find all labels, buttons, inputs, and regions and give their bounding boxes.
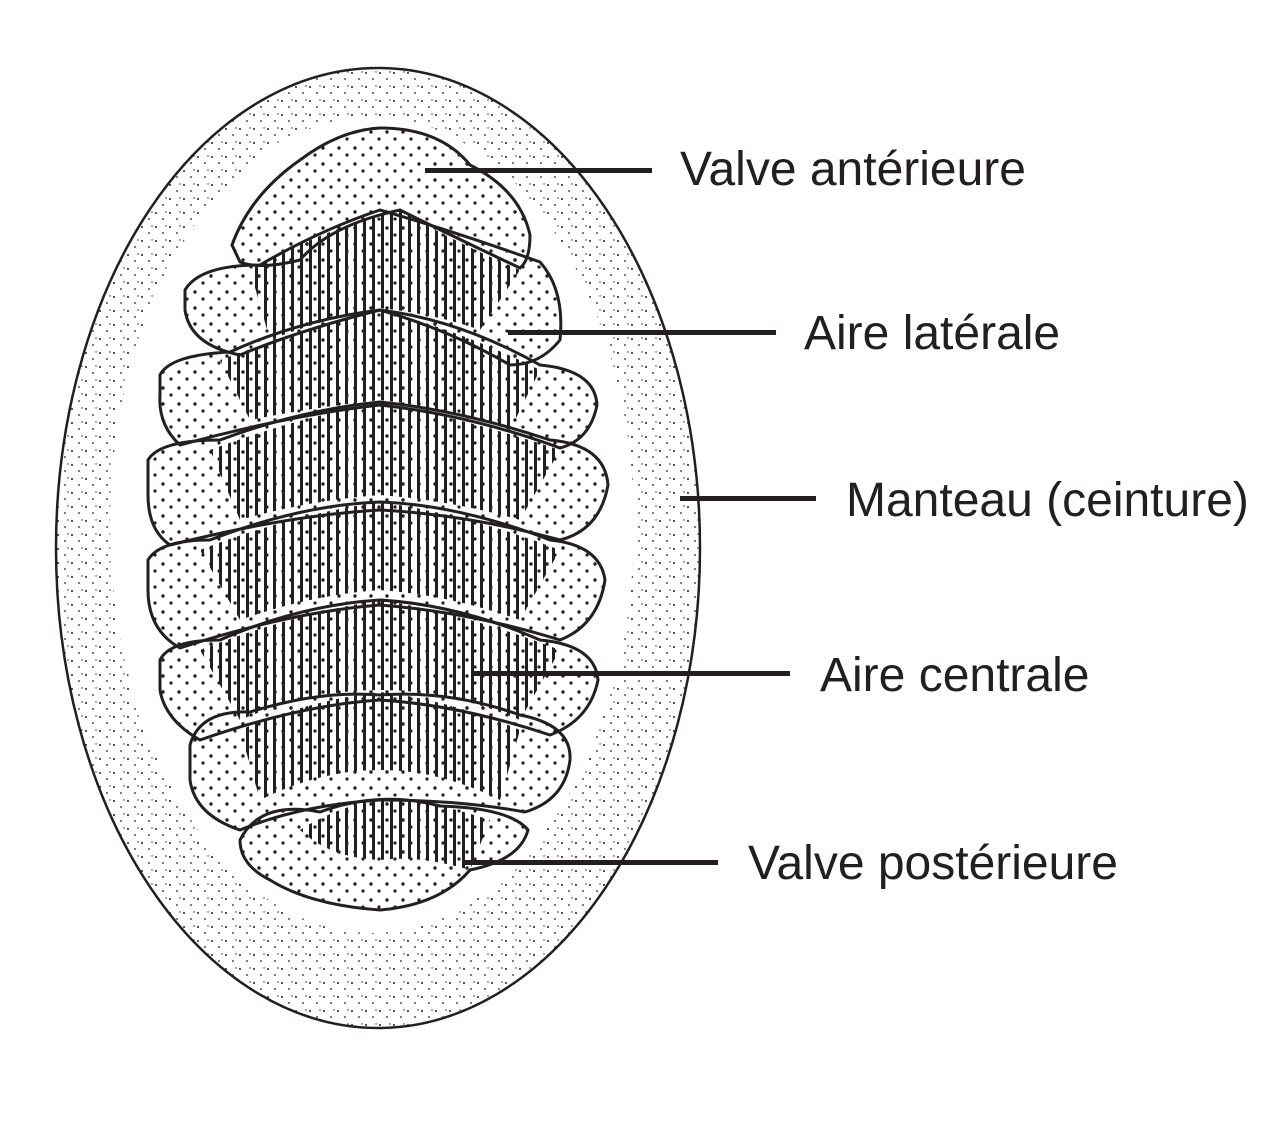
label-manteau-ceinture: Manteau (ceinture) bbox=[846, 474, 1249, 527]
label-valve-anterieure: Valve antérieure bbox=[680, 143, 1026, 196]
label-aire-laterale: Aire latérale bbox=[804, 307, 1061, 360]
label-valve-posterieure: Valve postérieure bbox=[748, 837, 1118, 890]
leader-line-aire-centrale bbox=[472, 671, 790, 676]
leader-line-valve-anterieure bbox=[425, 168, 652, 173]
leader-line-aire-laterale bbox=[508, 330, 776, 335]
label-aire-centrale: Aire centrale bbox=[820, 649, 1090, 702]
valves bbox=[146, 126, 610, 912]
valve-1-anterior bbox=[230, 126, 532, 270]
leader-line-manteau bbox=[680, 496, 816, 501]
leader-line-valve-posterieure bbox=[463, 860, 718, 865]
